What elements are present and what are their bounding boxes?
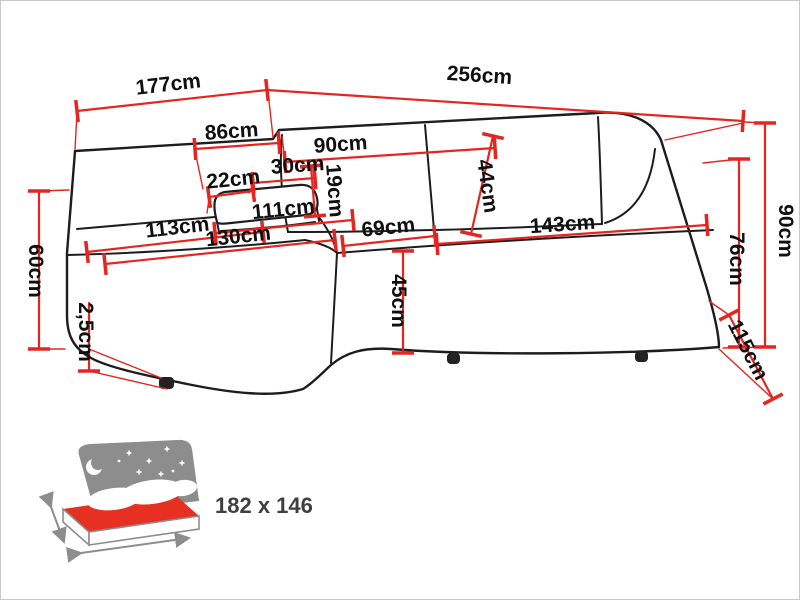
dim-ext-76-top — [702, 158, 740, 164]
dim-label-30: 30cm — [270, 152, 325, 179]
dim-line-115 — [718, 308, 784, 406]
length-arrow-icon — [66, 532, 191, 563]
star-dot — [117, 459, 121, 463]
dim-ext-115-bottom — [718, 348, 774, 400]
dim-line-130 — [102, 228, 338, 276]
sofa-leg-front-right — [635, 351, 648, 362]
pillow — [169, 479, 197, 497]
dim-ext-115-top — [708, 300, 730, 316]
dim-label-69: 69cm — [360, 213, 416, 241]
dim-line-177 — [74, 78, 270, 123]
dim-ext-256-right — [664, 122, 744, 141]
dim-line-22 — [205, 179, 257, 209]
dim-line-256 — [265, 88, 746, 133]
dim-line-86 — [192, 131, 282, 161]
dim-ext-177-right — [267, 91, 274, 138]
dim-ext-2-5-top — [88, 348, 162, 379]
dim-ext-2-5-bottom — [88, 370, 168, 390]
dim-label-86: 86cm — [204, 118, 259, 145]
dim-label-90-top: 90cm — [313, 131, 368, 158]
dim-label-22: 22cm — [205, 165, 261, 193]
sofa-leg-front-left — [159, 377, 174, 389]
dim-label-19: 19cm — [321, 163, 348, 218]
sofa-leg-front-middle — [447, 353, 460, 364]
mattress-top — [63, 493, 199, 532]
dim-label-90-right: 90cm — [774, 204, 797, 258]
sleeping-function-icon — [38, 439, 200, 563]
dim-ext-177-left — [74, 112, 78, 150]
back-cushion-right-edge — [597, 116, 603, 225]
dim-line-69 — [340, 224, 438, 258]
dimension-lines — [28, 78, 784, 406]
dim-ext-90r-top — [744, 121, 764, 124]
dim-ext-86-left — [194, 150, 204, 190]
dim-label-60: 60cm — [24, 244, 47, 298]
back-cushion-divider — [424, 124, 435, 231]
dim-line-19 — [299, 163, 327, 219]
dim-label-2-5: 2,5cm — [74, 302, 97, 362]
dim-label-76: 76cm — [725, 232, 748, 286]
width-arrow-icon — [38, 491, 67, 544]
dim-line-143 — [434, 213, 710, 256]
star-dot — [171, 469, 175, 473]
sleeping-size-label: 182 x 146 — [215, 493, 313, 518]
dim-label-177: 177cm — [134, 69, 202, 99]
dim-label-45: 45cm — [387, 274, 410, 328]
dim-ext-60-top — [38, 189, 70, 192]
dim-label-256: 256cm — [446, 62, 513, 89]
dim-ext-22 — [206, 198, 210, 214]
moon-cutout — [91, 456, 105, 470]
dim-label-143: 143cm — [529, 211, 596, 239]
blanket-fold — [87, 487, 141, 511]
dim-ext-90-left — [281, 136, 286, 161]
